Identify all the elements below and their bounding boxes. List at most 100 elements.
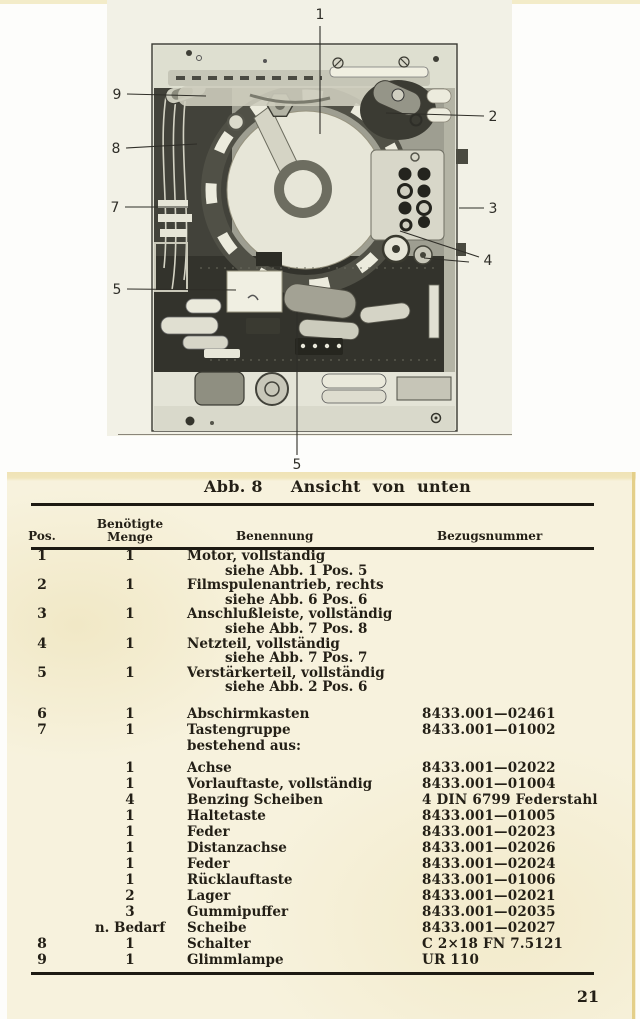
row-pos [8, 872, 76, 888]
table-row: n. Bedarf Scheibe 8433.001—02027 [8, 920, 628, 936]
header-qty-line1: Benötigte [96, 517, 164, 531]
row-qty: 1 [125, 871, 135, 888]
page-number: 21 [576, 987, 600, 1006]
row-qty: 1 [125, 855, 135, 872]
row-name-block: Rücklauftaste [184, 872, 420, 888]
row-name: Rücklauftaste [187, 871, 293, 888]
callout-line-2 [385, 112, 485, 117]
callout-line-8 [125, 143, 198, 149]
row-pos [8, 792, 76, 808]
row-name: Haltetaste [187, 807, 266, 824]
row-ref: 4 DIN 6799 Federstahl [422, 791, 598, 808]
row-name: Gummipuffer [187, 903, 289, 920]
row-qty: 1 [125, 548, 135, 564]
row-name-block: Haltetaste [184, 808, 420, 824]
row-ref: 8433.001—02035 [422, 903, 556, 920]
row-name-block: Gummipuffer [184, 904, 420, 920]
row-ref [420, 549, 628, 578]
table-header: Pos. Benötigte Menge Benennung Bezugsnum… [8, 512, 620, 545]
row-name: Anschlußleiste, vollständig [187, 606, 393, 623]
header-qty: Benötigte Menge [76, 518, 184, 545]
row-qty: 2 [125, 887, 135, 904]
device-underside-photo: 1 2 3 4 5 5 7 8 9 [107, 0, 512, 473]
table-row: 1 Achse 8433.001—02022 [8, 760, 628, 776]
row-pos [8, 776, 76, 792]
row-name-block: Distanzachse [184, 840, 420, 856]
amplifier-board [160, 252, 440, 361]
row-qty: 1 [125, 807, 135, 824]
row-name: Netzteil, vollständig [187, 635, 340, 652]
row-name: Achse [187, 759, 232, 776]
row-name-reference: siehe Abb. 1 Pos. 5 [225, 562, 368, 579]
row-name-block: Abschirmkasten [184, 706, 420, 722]
callout-label-9: 9 [113, 87, 122, 103]
row-qty: 3 [125, 903, 135, 920]
row-qty: 1 [125, 606, 135, 623]
row-qty: 1 [125, 775, 135, 792]
row-name-reference: siehe Abb. 7 Pos. 8 [225, 620, 368, 637]
row-qty: 1 [125, 635, 135, 652]
callout-labels: 1 2 3 4 5 5 7 8 9 [111, 7, 498, 473]
key-group [154, 200, 192, 292]
header-pos: Pos. [28, 529, 56, 543]
row-name: Scheibe [187, 919, 247, 936]
power-supply-strip [194, 371, 452, 406]
row-name-block: Lager [184, 888, 420, 904]
row-pos: 6 [37, 705, 47, 722]
row-pos: 7 [37, 721, 47, 738]
row-pos [8, 888, 76, 904]
row-pos [8, 824, 76, 840]
row-pos [8, 808, 76, 824]
table-row: 3 Gummipuffer 8433.001—02035 [8, 904, 628, 920]
figure-caption: Abb. 8 Ansicht von unten [204, 477, 471, 496]
callout-label-8: 8 [112, 141, 121, 157]
row-name: Feder [187, 823, 230, 840]
row-qty: 1 [125, 577, 135, 594]
row-pos: 3 [37, 606, 47, 623]
row-qty: 1 [125, 951, 135, 968]
row-pos: 5 [37, 664, 47, 681]
row-pos [8, 856, 76, 872]
row-name: Feder [187, 855, 230, 872]
row-qty: n. Bedarf [94, 919, 166, 936]
row-qty: 1 [125, 823, 135, 840]
row-ref: 8433.001—02021 [422, 887, 556, 904]
header-ref: Bezugsnummer [437, 529, 543, 543]
callout-line-9 [126, 93, 207, 97]
row-ref [420, 637, 628, 666]
row-name-block: Benzing Scheiben [184, 792, 420, 808]
row-name: Schalter [187, 935, 251, 952]
figure-caption-title: Ansicht von unten [290, 477, 472, 496]
row-qty: 1 [125, 759, 135, 776]
figure-caption-label: Abb. 8 [204, 477, 263, 496]
row-ref: 8433.001—02024 [422, 855, 556, 872]
row-ref [420, 578, 628, 607]
callout-label-1: 1 [316, 7, 325, 23]
callout-label-5: 5 [113, 282, 122, 298]
callout-line-4b [423, 257, 470, 263]
row-ref: 8433.001—02027 [422, 919, 556, 936]
callout-label-7: 7 [111, 200, 120, 216]
row-name-block: Vorlauftaste, vollständig [184, 776, 420, 792]
page-edge-line [632, 472, 635, 1019]
row-ref: 8433.001—02022 [422, 759, 556, 776]
table-rule-top [31, 503, 594, 506]
row-ref: 8433.001—02461 [422, 705, 556, 722]
row-qty: 1 [125, 935, 135, 952]
callout-label-4: 4 [484, 253, 493, 269]
row-name-block: Scheibe [184, 920, 420, 936]
drive-pulleys [381, 234, 433, 265]
table-rule-bottom [31, 972, 594, 975]
